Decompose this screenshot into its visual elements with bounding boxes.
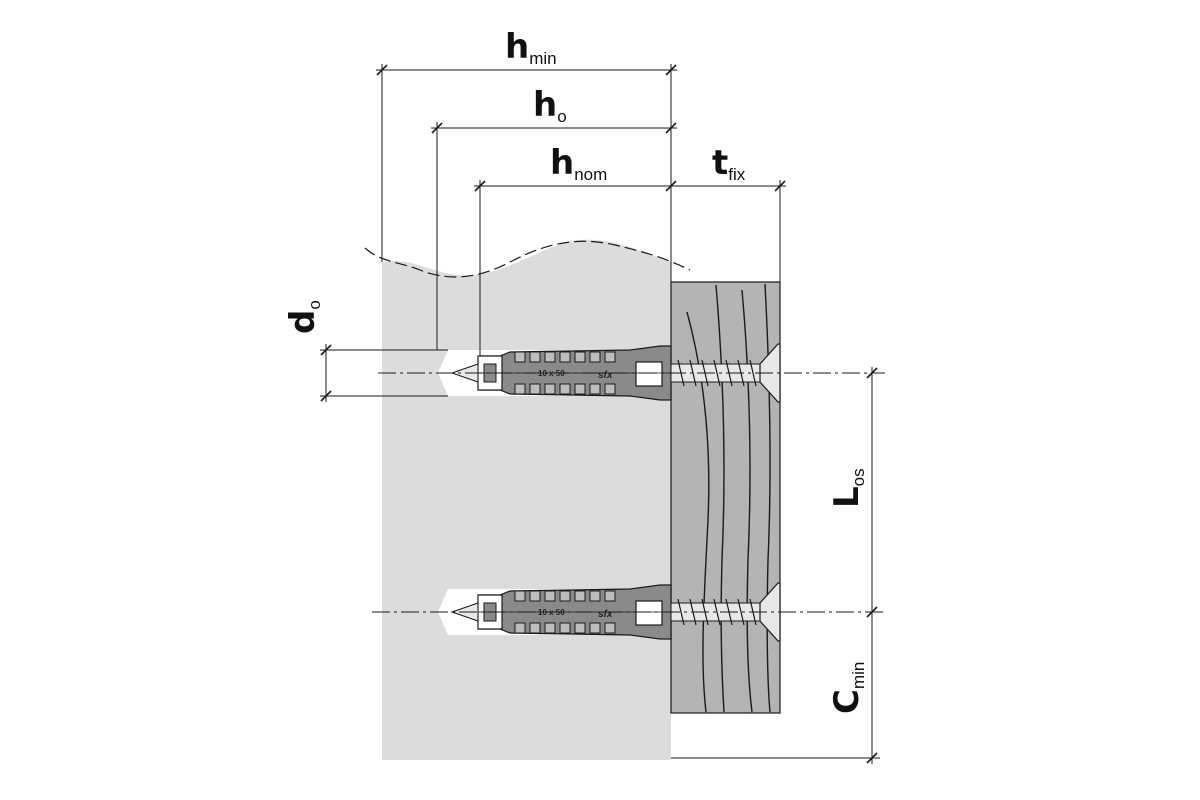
- center-lines: [372, 372, 885, 613]
- anchor-brand-marking-top: sfx: [598, 370, 613, 381]
- label-h-nom: hnom: [550, 143, 607, 184]
- label-t-fix: tfix: [712, 143, 746, 184]
- label-h-o: ho: [533, 85, 567, 126]
- fixture-plank: [670, 281, 781, 714]
- anchor-size-marking-top: 10 x 50: [538, 369, 565, 378]
- base-material: [382, 239, 671, 760]
- label-d-o: do: [283, 300, 324, 334]
- anchor-brand-marking-bottom: sfx: [598, 609, 613, 620]
- break-line: [364, 240, 691, 278]
- screw-head-bottom: [759, 582, 781, 642]
- label-c-min: Cmin: [827, 662, 868, 714]
- dimension-lines: [320, 64, 873, 764]
- label-l-os: Los: [827, 468, 868, 508]
- anchor-size-marking-bottom: 10 x 50: [538, 608, 565, 617]
- label-h-min: hmin: [505, 27, 557, 68]
